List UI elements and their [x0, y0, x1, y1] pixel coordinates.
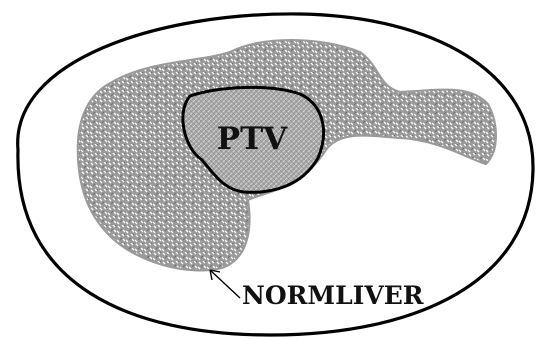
ptv-label: PTV: [217, 121, 288, 157]
liver-pointer-arrow: [210, 270, 240, 298]
normliver-label: NORMLIVER: [242, 281, 424, 310]
